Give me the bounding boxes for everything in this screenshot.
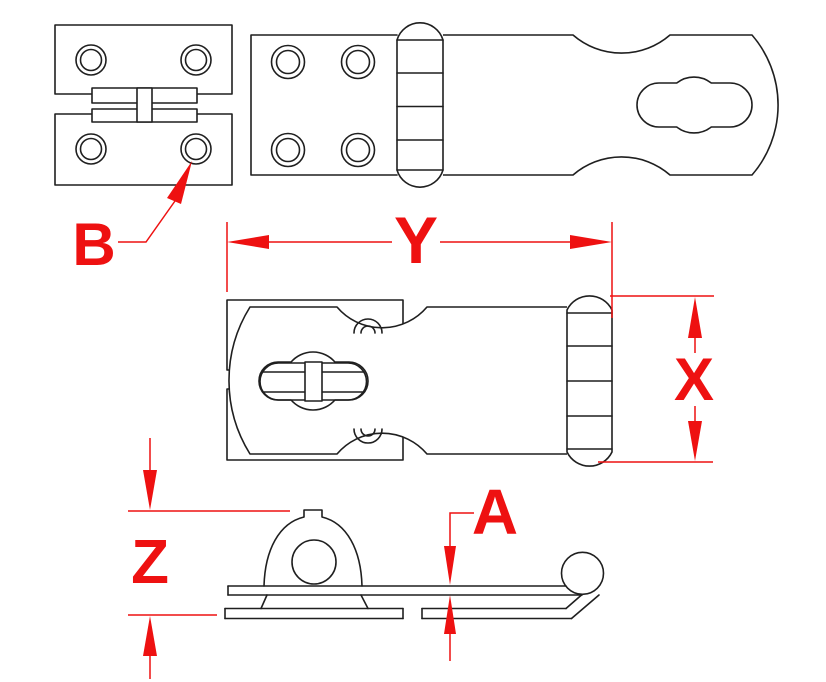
- y-right-arrowhead-icon: [570, 235, 612, 249]
- hinge-screw-holes: [75, 44, 212, 165]
- hasp-side-view: [224, 509, 605, 620]
- open-base-plate: [250, 34, 398, 176]
- dim-x: [598, 295, 714, 463]
- hinge-top-leaf: [54, 24, 233, 95]
- open-screw-holes: [270, 44, 376, 168]
- dim-z: [128, 438, 290, 679]
- side-staple-legs: [260, 594, 369, 610]
- closed-knuckle-peek-arcs: [353, 318, 383, 444]
- hasp-closed-view: [226, 295, 613, 467]
- hinge-pin-tab: [136, 87, 153, 123]
- b-arrowhead-icon: [167, 161, 192, 204]
- dim-y: [226, 222, 613, 318]
- a-up-arrowhead-icon: [444, 595, 456, 634]
- callout-z: Z: [131, 528, 169, 597]
- open-hinge-barrel: [396, 22, 444, 188]
- open-barrel-segments: [396, 39, 444, 171]
- callout-x: X: [674, 346, 714, 413]
- dimension-annotations: B Y X Z: [72, 161, 714, 679]
- side-staple-eye-hole: [291, 539, 337, 585]
- closed-staple-tab: [304, 361, 323, 402]
- z-down-arrowhead-icon: [143, 470, 157, 510]
- a-down-arrowhead-icon: [444, 546, 456, 585]
- callout-a: A: [472, 476, 518, 548]
- z-up-arrowhead-icon: [143, 616, 157, 656]
- open-strap: [443, 34, 779, 176]
- callout-b: B: [72, 211, 115, 278]
- side-rolled-hinge-barrel: [560, 551, 605, 596]
- closed-staple-wire-lines: [262, 371, 365, 393]
- dim-b-leader: [118, 161, 192, 243]
- dim-a: [444, 512, 474, 661]
- x-down-arrowhead-icon: [688, 421, 702, 461]
- y-left-arrowhead-icon: [227, 235, 269, 249]
- callout-y: Y: [394, 203, 438, 277]
- closed-strap: [228, 306, 567, 455]
- x-up-arrowhead-icon: [688, 297, 702, 338]
- hasp-open-view: [250, 22, 779, 188]
- side-top-strap-bar: [227, 585, 583, 596]
- hinge-bottom-leaf: [54, 113, 233, 186]
- hinge-detail-view: [54, 24, 233, 186]
- closed-barrel-segments: [566, 312, 613, 450]
- open-keyhole-slot: [636, 76, 753, 134]
- side-base-plate-bar: [224, 594, 600, 620]
- side-staple-bell: [263, 509, 363, 587]
